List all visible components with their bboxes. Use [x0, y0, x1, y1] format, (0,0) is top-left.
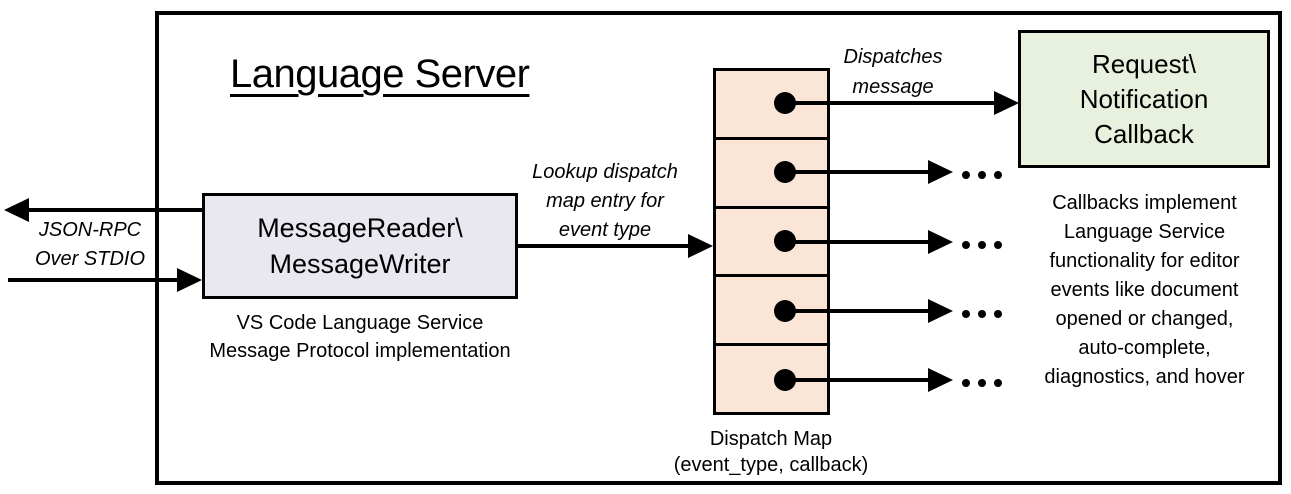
dispatch-cell [716, 209, 827, 278]
dispatch-arrow-line [785, 240, 931, 244]
dispatch-arrowhead-icon [928, 160, 953, 184]
dispatch-arrow-line [785, 309, 931, 313]
callbacks-note-line6: auto-complete, [1078, 337, 1211, 359]
dispatch-arrow-line [785, 378, 931, 382]
ellipsis-icon [962, 171, 1002, 179]
ellipsis-icon [962, 310, 1002, 318]
message-box-caption-line1: VS Code Language Service [236, 312, 484, 334]
language-server-boundary-box [155, 11, 1282, 485]
dispatches-label-line2: message [852, 76, 934, 98]
diagram-title: Language Server [230, 52, 530, 96]
dispatch-arrowhead-icon [928, 230, 953, 254]
dispatch-arrowhead-icon [928, 368, 953, 392]
message-box-line1: MessageReader\ [257, 213, 463, 243]
callbacks-note-line7: diagnostics, and hover [1044, 366, 1245, 388]
dispatches-label-line1: Dispatches [843, 46, 943, 68]
dispatches-message-label: Dispatches message [828, 42, 958, 102]
callbacks-note-line2: Language Service [1063, 221, 1226, 243]
dispatch-arrow-line [785, 101, 997, 105]
callback-box-line3: Callback [1094, 118, 1194, 149]
lookup-label-line3: event type [558, 219, 652, 241]
lookup-arrow-line [517, 244, 691, 248]
callbacks-note-line5: opened or changed, [1055, 308, 1234, 330]
callbacks-note-line1: Callbacks implement [1052, 192, 1237, 214]
request-notification-callback-box: Request\ Notification Callback [1018, 30, 1270, 168]
message-box-caption: VS Code Language Service Message Protoco… [160, 309, 560, 365]
message-box-caption-line2: Message Protocol implementation [209, 340, 511, 362]
message-box-line2: MessageWriter [269, 249, 451, 279]
incoming-arrowhead-icon [177, 268, 202, 292]
outgoing-arrow-line [24, 208, 202, 212]
json-rpc-label-line2: Over STDIO [34, 248, 145, 270]
dispatch-map-caption-line2: (event_type, callback) [673, 454, 869, 476]
lookup-label: Lookup dispatch map entry for event type [513, 158, 697, 245]
dispatch-map-caption-line1: Dispatch Map [709, 428, 833, 450]
callbacks-note-line3: functionality for editor [1049, 250, 1240, 272]
callbacks-note-line4: events like document [1050, 279, 1239, 301]
json-rpc-label-line1: JSON-RPC [38, 219, 142, 241]
dispatch-map-caption: Dispatch Map (event_type, callback) [646, 426, 896, 478]
callback-box-line2: Notification [1079, 83, 1209, 114]
incoming-arrow-line [8, 278, 180, 282]
dispatch-arrowhead-icon [928, 299, 953, 323]
dispatch-arrow-line [785, 170, 931, 174]
dispatch-cell [716, 140, 827, 209]
message-reader-writer-box: MessageReader\ MessageWriter [202, 193, 518, 299]
outgoing-arrowhead-icon [4, 198, 29, 222]
lookup-arrowhead-icon [688, 234, 713, 258]
callback-box-line1: Request\ [1091, 48, 1197, 79]
lookup-label-line2: map entry for [546, 190, 664, 212]
dispatch-cell [716, 71, 827, 140]
ellipsis-icon [962, 241, 1002, 249]
dispatch-cell [716, 277, 827, 347]
lookup-label-line1: Lookup dispatch [532, 161, 678, 183]
callbacks-note: Callbacks implement Language Service fun… [1002, 189, 1287, 392]
ellipsis-icon [962, 379, 1002, 387]
json-rpc-label: JSON-RPC Over STDIO [10, 216, 170, 274]
dispatch-arrowhead-icon [994, 91, 1019, 115]
